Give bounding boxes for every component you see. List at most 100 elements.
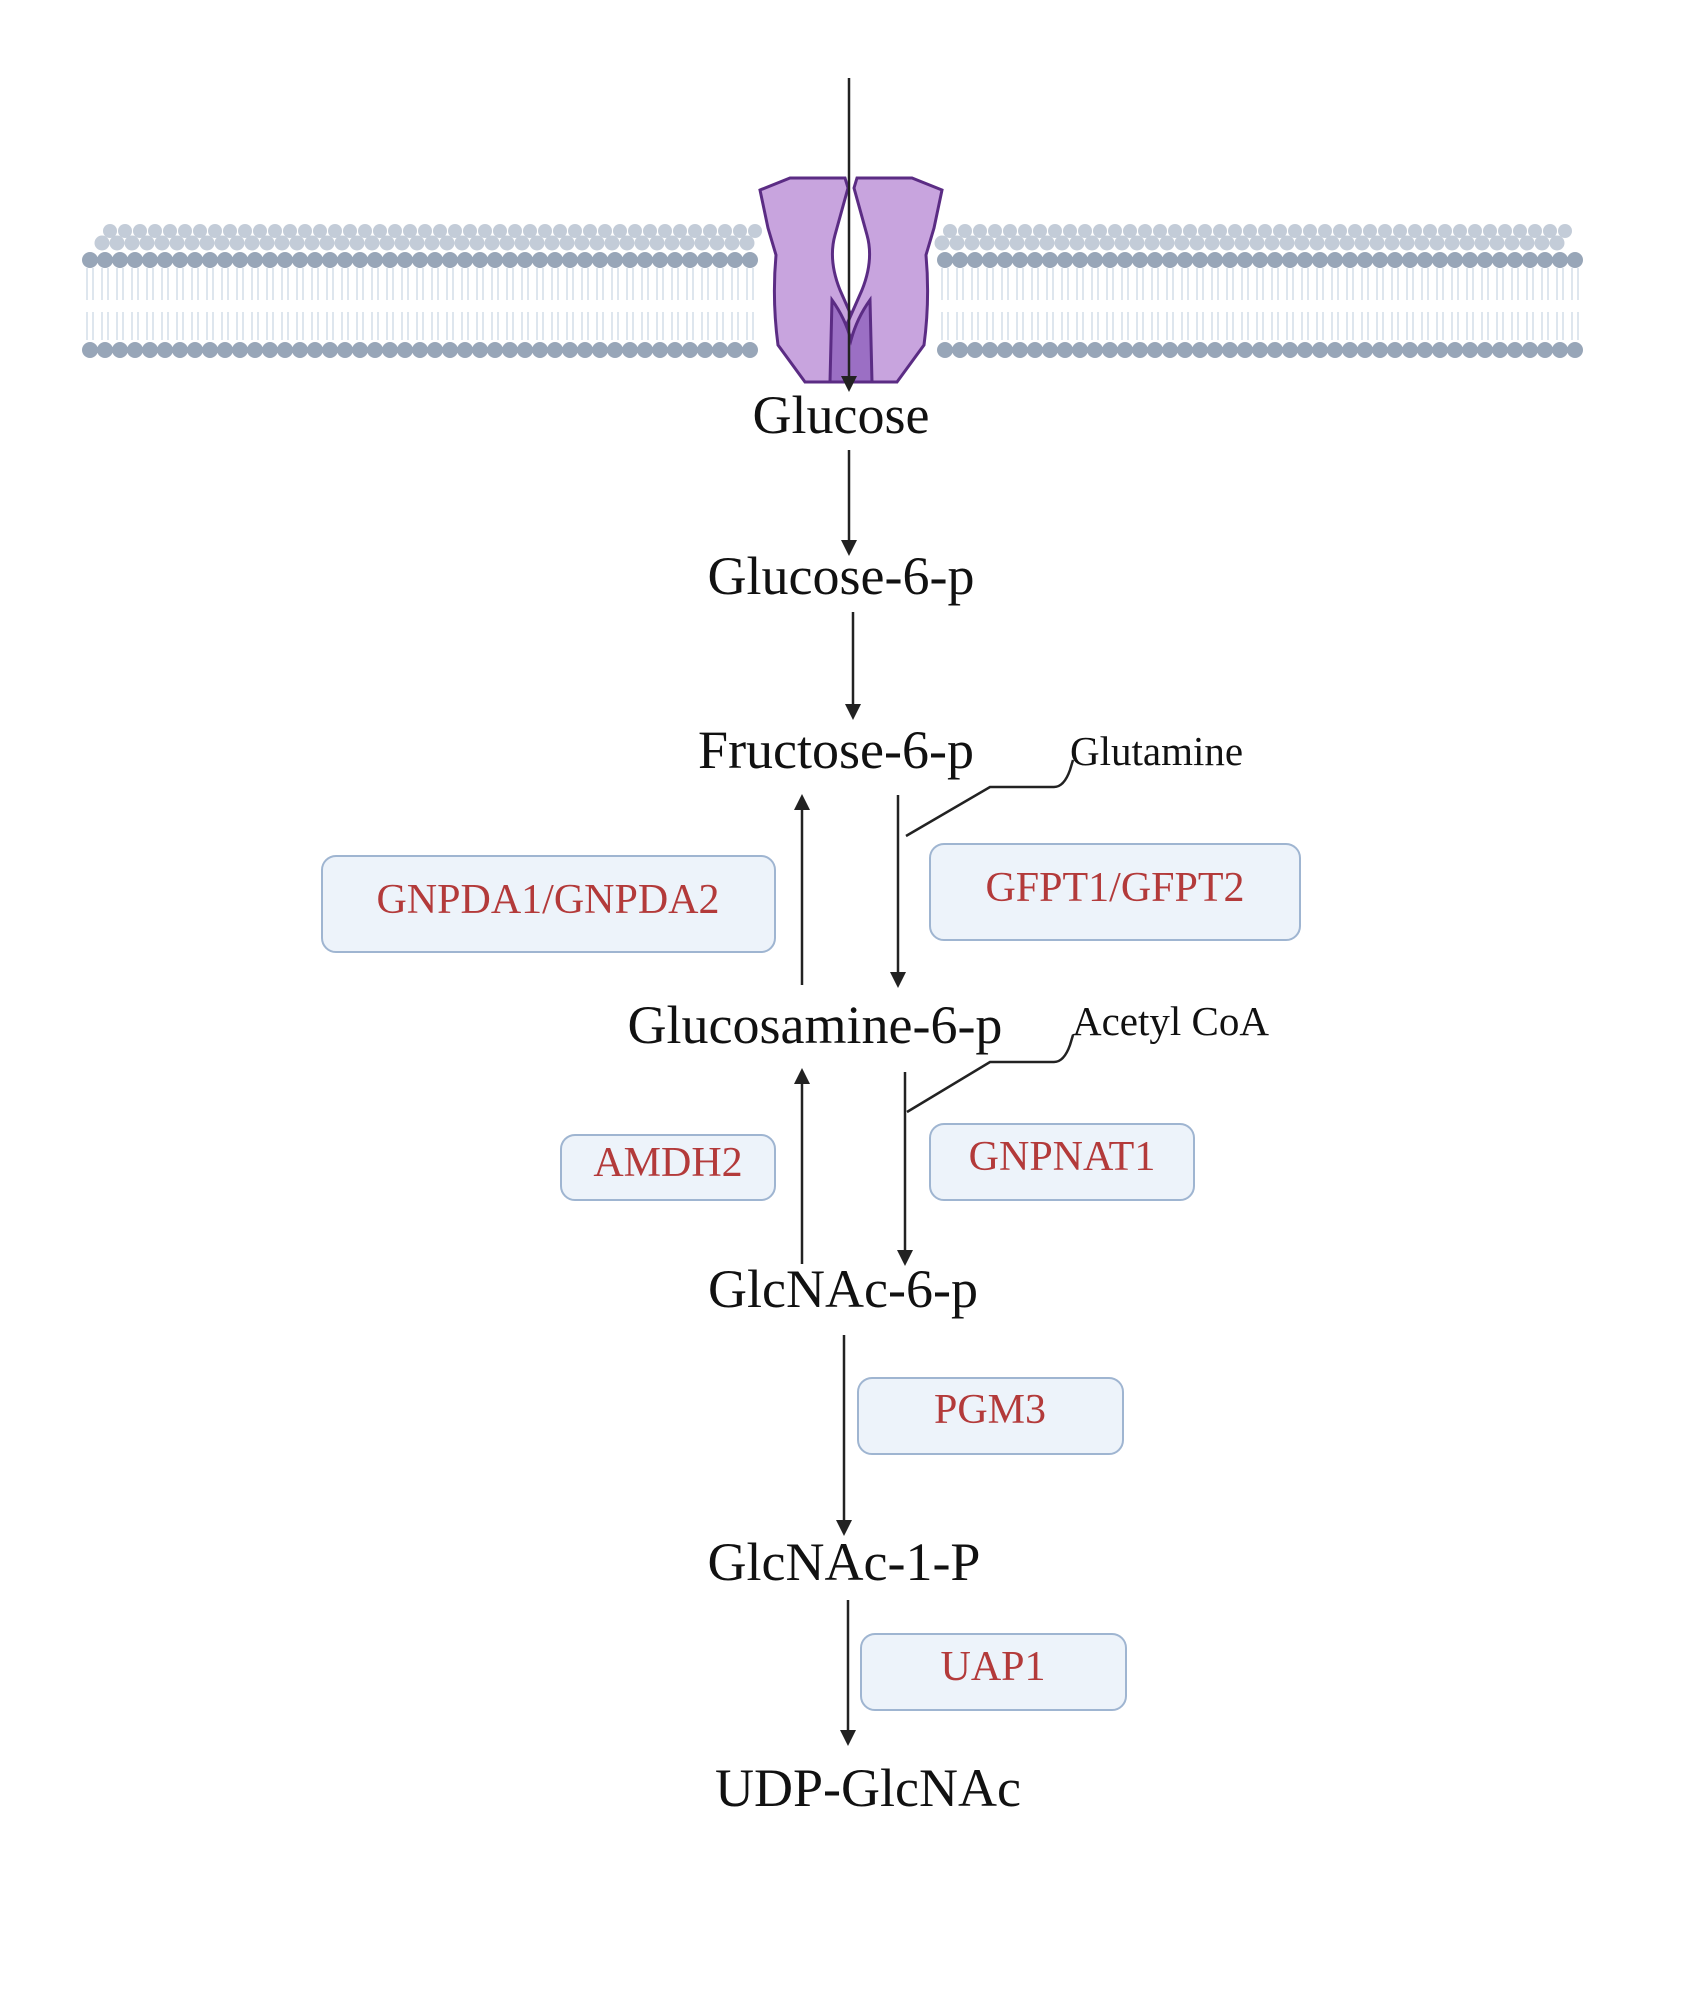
lipid-head	[1222, 252, 1238, 268]
glutamine-branch-line	[905, 759, 1075, 838]
enzyme-boxes	[321, 843, 1301, 1711]
lipid-tail	[176, 268, 184, 340]
lipid-head	[1003, 224, 1017, 238]
lipid-tail	[1421, 268, 1429, 340]
lipid-tail	[1031, 268, 1039, 340]
lipid-head	[1018, 224, 1032, 238]
lipid-head	[1543, 224, 1557, 238]
lipid-head	[532, 252, 548, 268]
lipid-head	[1192, 252, 1208, 268]
lipid-head	[514, 235, 530, 251]
lipid-head	[283, 224, 297, 238]
lipid-head	[1138, 224, 1152, 238]
lipid-head	[1168, 224, 1182, 238]
lipid-tail	[1436, 268, 1444, 340]
lipid-head	[397, 252, 413, 268]
lipid-head	[502, 342, 518, 358]
lipid-head	[1393, 224, 1407, 238]
lipid-head	[1123, 224, 1137, 238]
lipid-head	[1192, 342, 1208, 358]
lipid-head	[163, 224, 177, 238]
lipid-head	[1177, 252, 1193, 268]
lipid-head	[148, 224, 162, 238]
lipid-head	[1282, 252, 1298, 268]
lipid-head	[169, 235, 185, 251]
lipid-head	[1222, 342, 1238, 358]
lipid-head	[1537, 342, 1553, 358]
lipid-tail	[206, 268, 214, 340]
lipid-head	[952, 342, 968, 358]
lipid-tail	[716, 268, 724, 340]
lipid-head	[277, 342, 293, 358]
lipid-tail	[416, 268, 424, 340]
lipid-head	[412, 342, 428, 358]
lipid-head	[973, 224, 987, 238]
lipid-head	[292, 342, 308, 358]
enzyme-box-gnpda	[321, 855, 776, 953]
lipid-head	[172, 252, 188, 268]
lipid-head	[1444, 235, 1460, 251]
enzyme-box-uap1	[860, 1633, 1127, 1711]
cosubstrate-labels: Glutamine Acetyl CoA	[1070, 728, 1269, 1044]
lipid-head	[1147, 252, 1163, 268]
lipid-head	[232, 252, 248, 268]
lipid-tail	[131, 268, 139, 340]
lipid-tail	[1376, 268, 1384, 340]
lipid-head	[628, 224, 642, 238]
lipid-head	[232, 342, 248, 358]
lipid-head	[1474, 235, 1490, 251]
arrowhead-down-glcnac6p	[897, 1250, 913, 1266]
lipid-head	[1117, 252, 1133, 268]
lipid-head	[487, 252, 503, 268]
lipid-head	[1009, 235, 1025, 251]
lipid-head	[1528, 224, 1542, 238]
lipid-head	[1483, 224, 1497, 238]
lipid-head	[1042, 252, 1058, 268]
lipid-head	[1147, 342, 1163, 358]
arrowhead-g6p	[841, 540, 857, 556]
lipid-head	[652, 342, 668, 358]
lipid-tail	[296, 268, 304, 340]
lipid-head	[1042, 342, 1058, 358]
lipid-tail	[1466, 268, 1474, 340]
lipid-head	[223, 224, 237, 238]
lipid-head	[1387, 252, 1403, 268]
lipid-tail	[1451, 268, 1459, 340]
lipid-head	[262, 252, 278, 268]
lipid-head	[457, 252, 473, 268]
lipid-tail	[1226, 268, 1234, 340]
lipid-head	[409, 235, 425, 251]
lipid-head	[1159, 235, 1175, 251]
lipid-head	[379, 235, 395, 251]
lipid-head	[937, 342, 953, 358]
lipid-head	[1369, 235, 1385, 251]
metabolite-glucose-6p: Glucose-6-p	[708, 546, 975, 606]
lipid-head	[193, 224, 207, 238]
lipid-head	[943, 224, 957, 238]
lipid-head	[322, 252, 338, 268]
lipid-head	[259, 235, 275, 251]
lipid-head	[667, 342, 683, 358]
lipid-head	[1399, 235, 1415, 251]
lipid-tail	[281, 268, 289, 340]
lipid-tail	[1166, 268, 1174, 340]
lipid-head	[1417, 342, 1433, 358]
lipid-head	[469, 235, 485, 251]
lipid-head	[1117, 342, 1133, 358]
lipid-head	[1378, 224, 1392, 238]
lipid-head	[1504, 235, 1520, 251]
membrane-top-heads	[82, 252, 1583, 268]
arrowhead-up-gln6p	[794, 1068, 810, 1084]
lipid-head	[1438, 224, 1452, 238]
lipid-head	[967, 252, 983, 268]
lipid-head	[343, 224, 357, 238]
lipid-head	[727, 342, 743, 358]
lipid-tail	[1301, 268, 1309, 340]
lipid-head	[463, 224, 477, 238]
lipid-head	[313, 224, 327, 238]
lipid-head	[382, 342, 398, 358]
lipid-head	[472, 342, 488, 358]
lipid-head	[1387, 342, 1403, 358]
lipid-head	[178, 224, 192, 238]
